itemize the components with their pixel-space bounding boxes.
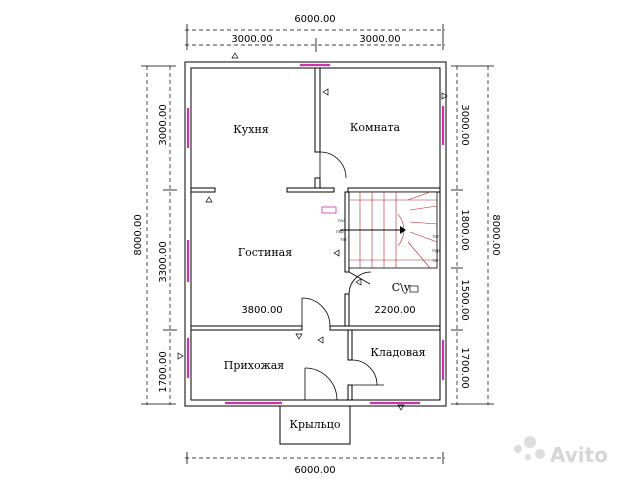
room-label-hall: Прихожая (224, 359, 284, 372)
dim-top-left: 3000.00 (231, 34, 272, 45)
stairs-label-3: тет (340, 237, 348, 242)
door-swings (301, 151, 384, 401)
room-label-living: Гостиная (238, 246, 292, 259)
dimension-ticks (141, 24, 494, 464)
stairs-label-5: пер (432, 248, 440, 253)
windows (186, 63, 445, 405)
dim-inner-left: 3800.00 (241, 305, 282, 316)
dimension-lines (146, 29, 489, 459)
dim-right-middle2: 1500.00 (459, 279, 470, 320)
watermark-text: Avito (550, 443, 608, 467)
dim-right-upper: 3000.00 (459, 104, 470, 145)
dim-top-total: 6000.00 (294, 14, 335, 25)
room-label-porch: Крыльцо (290, 418, 341, 431)
dim-inner-right: 2200.00 (374, 305, 415, 316)
dim-bottom-total: 6000.00 (294, 465, 335, 476)
stairs-label-2: пер (336, 229, 344, 234)
room-label-storage: Кладовая (370, 346, 425, 359)
porch (279, 405, 351, 445)
stairs-label-1: пол (338, 218, 346, 223)
interior-walls (190, 67, 441, 401)
dim-top-right: 3000.00 (359, 34, 400, 45)
room-label-wc: С\у (392, 281, 411, 294)
room-label-kitchen: Кухня (233, 123, 269, 136)
staircase: пол пер тет тет пер тет (321, 191, 440, 269)
dim-right-middle: 1800.00 (459, 209, 470, 250)
avito-watermark: Avito (514, 436, 608, 467)
dim-right-lower: 1700.00 (459, 347, 470, 388)
room-label-room: Комната (350, 121, 401, 134)
wc-fixture (409, 285, 419, 293)
dim-left-middle: 3300.00 (158, 241, 169, 282)
dim-left-total: 8000.00 (133, 214, 144, 255)
stairs-label-6: тет (432, 258, 440, 263)
stairs-label-4: тет (432, 234, 440, 239)
markers (177, 52, 448, 411)
dim-left-upper: 3000.00 (158, 104, 169, 145)
dim-left-lower: 1700.00 (158, 351, 169, 392)
dim-right-total: 8000.00 (490, 214, 501, 255)
